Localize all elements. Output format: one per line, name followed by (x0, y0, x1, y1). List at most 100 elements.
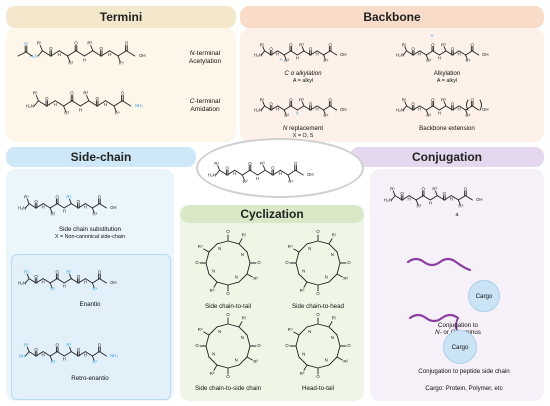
atom-label: R³ (66, 343, 71, 348)
atom-label: X (296, 110, 299, 115)
atom-label: H (104, 102, 107, 107)
atom-label: N (308, 329, 311, 334)
atom-label: R¹ (33, 91, 38, 96)
atom-label: R² (50, 359, 55, 364)
termini-header: Termini (6, 6, 236, 28)
atom-label: H (438, 55, 441, 60)
atom-label: H (83, 57, 86, 62)
atom-label: O (98, 195, 102, 200)
atom-label: H (63, 284, 66, 289)
atom-label: R¹ (24, 270, 29, 275)
atom-label: N (325, 357, 328, 362)
atom-label: O (226, 374, 230, 379)
atom-label: N (308, 246, 311, 251)
cyclization-caption-sc-head: Side chain-to-head (292, 303, 344, 310)
atom-label: H (63, 357, 66, 362)
atom-label: O (77, 199, 81, 204)
atom-label: O (347, 260, 351, 265)
atom-label: H₂N (30, 54, 38, 59)
atom-label: OH (476, 197, 483, 202)
atom-label: O (49, 46, 53, 51)
atom-label: N (241, 335, 244, 340)
atom-label: R¹ (260, 42, 265, 47)
atom-label: O (289, 42, 293, 47)
cyclization-caption-sc-sc: Side chain-to-side chain (194, 385, 262, 392)
atom-label: R² (64, 111, 69, 116)
atom-label: R² (343, 276, 348, 281)
atom-label: N (212, 351, 215, 356)
atom-label: O (400, 191, 404, 196)
atom-label: O (451, 46, 455, 51)
atom-label: O (411, 46, 415, 51)
atom-label: R² (253, 359, 258, 364)
atom-label: H (408, 196, 411, 201)
atom-label: O (470, 97, 474, 102)
atom-label: A (280, 57, 283, 62)
atom-label: H (279, 171, 282, 176)
sidechain-header: Side-chain (6, 147, 196, 167)
atom-label: O (316, 291, 320, 296)
atom-label: O (55, 343, 59, 348)
atom-label: N (325, 274, 328, 279)
atom-label: H (233, 171, 236, 176)
atom-label: H₂N (254, 53, 262, 58)
atom-label: R¹ (332, 315, 337, 320)
atom-label: O (70, 91, 74, 96)
atom-label: N (331, 252, 334, 257)
atom-label: R³ (260, 161, 265, 166)
acetyl-group: O (17, 41, 33, 57)
atom-label: H₂N (254, 108, 262, 113)
termini-panel (6, 28, 236, 142)
backbone-caption-alkylation: Alkylation A = alkyl (433, 70, 461, 85)
atom-label: R⁴ (466, 58, 471, 63)
atom-label: H (296, 55, 299, 60)
sidechain-inner-box (11, 254, 171, 400)
atom-label: R³ (299, 97, 304, 102)
atom-label: H (79, 107, 82, 112)
atom-label: O (451, 101, 455, 106)
cargo-bubble-2: Cargo (443, 330, 477, 364)
atom-label: N (218, 246, 221, 251)
atom-label: N (235, 274, 238, 279)
backbone-caption-n-replacement: N replacement X = O, S (282, 125, 324, 140)
atom-label: O (121, 91, 125, 96)
atom-label: O (99, 46, 103, 51)
atom-label: R² (343, 359, 348, 364)
atom-label: O (316, 374, 320, 379)
atom-label: O (55, 270, 59, 275)
atom-label: O (98, 343, 102, 348)
atom-label: R⁴ (324, 58, 329, 63)
atom-label: N (235, 357, 238, 362)
atom-label: H (418, 51, 421, 56)
atom-label: N (331, 335, 334, 340)
atom-label: H₂N (18, 281, 26, 286)
cyclization-panel (180, 205, 364, 401)
atom-label: R⁴ (288, 179, 293, 184)
atom-label: R⁴ (93, 359, 98, 364)
atom-label: R³ (299, 42, 304, 47)
atom-label: N (212, 268, 215, 273)
atom-label: H (84, 279, 87, 284)
atom-label: O (98, 270, 102, 275)
backbone-panel (240, 28, 544, 142)
atom-label: A (431, 33, 434, 38)
atom-label: R⁴ (198, 327, 203, 332)
atom-label: R¹ (37, 41, 42, 46)
atom-label: R³ (83, 91, 88, 96)
atom-label: O (248, 161, 252, 166)
atom-label: R⁴ (198, 244, 203, 249)
atom-label: H (276, 106, 279, 111)
atom-label: H (429, 201, 432, 206)
atom-label: O (125, 41, 129, 46)
atom-label: H₂N (396, 53, 404, 58)
atom-label: O (74, 41, 78, 46)
atom-label: O (77, 347, 81, 352)
atom-label: R³ (210, 288, 215, 293)
